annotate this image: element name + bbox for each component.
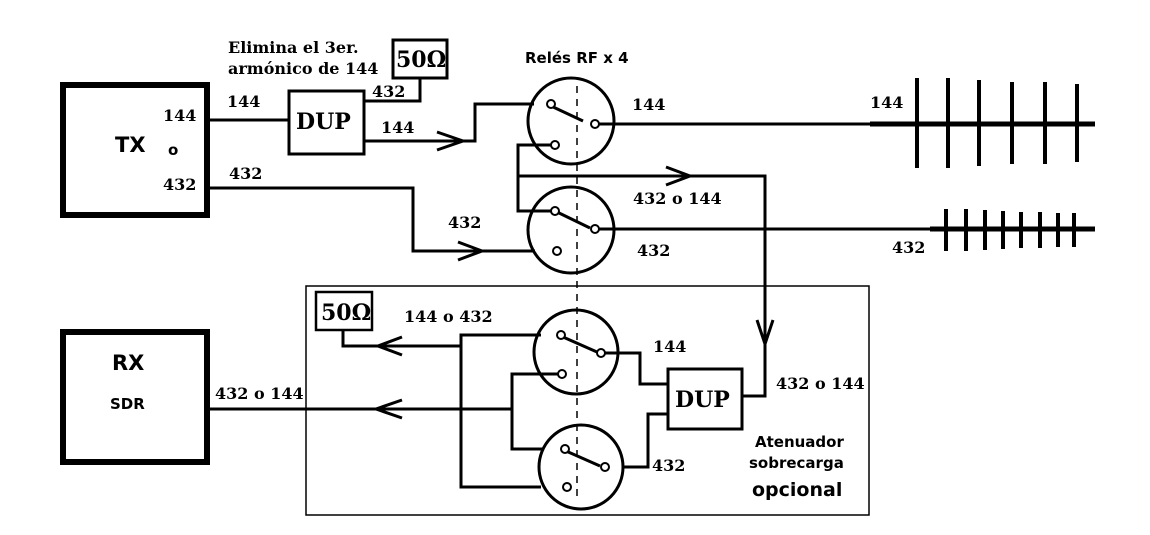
label-relay3-out-144: 144: [653, 337, 686, 356]
label-ant-144: 144: [870, 93, 903, 112]
label-ant-432: 432: [892, 238, 925, 257]
harmonic-note-line2: armónico de 144: [228, 59, 378, 78]
label-rx-top-144-o-432: 144 o 432: [404, 307, 493, 326]
dup-top-label: DUP: [296, 109, 351, 135]
attenuator-line3: opcional: [752, 479, 842, 501]
label-relay1-out-144: 144: [632, 95, 665, 114]
relay-1: [526, 76, 616, 166]
rx-block: RX SDR: [60, 329, 210, 465]
antenna-144: [870, 78, 1095, 168]
tx-or: o: [168, 141, 178, 159]
attenuator-line2: sobrecarga: [749, 454, 844, 472]
tx-port-144: 144: [163, 106, 196, 125]
tx-title: TX: [115, 133, 146, 157]
wiring-top: [207, 78, 930, 398]
dup-bottom: DUP: [666, 367, 744, 431]
label-relay2-in-432: 432: [448, 213, 481, 232]
label-relay2-out-432: 432: [637, 241, 670, 260]
dup-bottom-label: DUP: [675, 387, 730, 413]
relay-3: [532, 308, 620, 396]
dup-top: DUP: [287, 89, 366, 156]
load-bottom: 50Ω: [314, 290, 374, 332]
label-tx-144: 144: [227, 92, 260, 111]
attenuator-box: [305, 285, 870, 516]
label-dup-common-432-o-144: 432 o 144: [776, 374, 865, 393]
wiring-bottom: [207, 330, 668, 489]
label-rx-in-432-o-144: 432 o 144: [215, 384, 304, 403]
relay-4: [537, 423, 625, 511]
load-top-label: 50Ω: [396, 47, 446, 73]
label-relay4-out-432: 432: [652, 456, 685, 475]
relays-title: Relés RF x 4: [525, 49, 629, 67]
load-top: 50Ω: [391, 38, 449, 80]
label-dup-out-144: 144: [381, 118, 414, 137]
rx-subtitle: SDR: [110, 395, 145, 413]
antenna-432: [930, 209, 1095, 251]
rx-title: RX: [112, 351, 144, 375]
label-dup-out-432: 432: [372, 82, 405, 101]
label-common-432-o-144: 432 o 144: [633, 189, 722, 208]
load-bottom-label: 50Ω: [321, 300, 371, 326]
attenuator-line1: Atenuador: [755, 433, 844, 451]
tx-port-432: 432: [163, 175, 196, 194]
relay-2: [526, 185, 616, 275]
harmonic-note-line1: Elimina el 3er.: [228, 38, 359, 57]
tx-block: TX o 144 432: [60, 82, 210, 218]
label-tx-432: 432: [229, 164, 262, 183]
